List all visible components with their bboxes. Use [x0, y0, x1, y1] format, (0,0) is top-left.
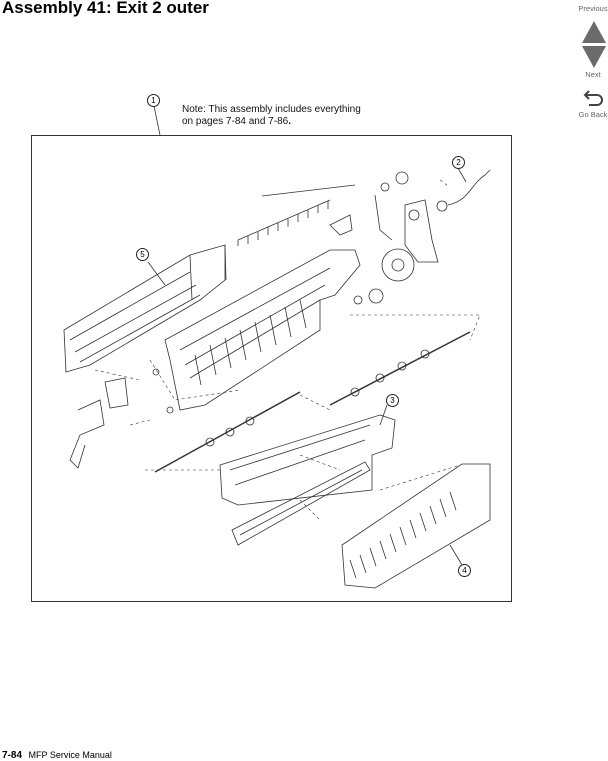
- assembly-note: Note: This assembly includes everything …: [182, 104, 361, 128]
- next-arrow-icon[interactable]: [581, 45, 607, 69]
- manual-title: MFP Service Manual: [28, 750, 112, 760]
- callout-5: 5: [136, 248, 149, 261]
- callout-3: 3: [386, 394, 399, 407]
- go-back-icon[interactable]: [583, 88, 605, 108]
- previous-arrow-icon[interactable]: [581, 20, 607, 44]
- callout-2: 2: [452, 156, 465, 169]
- go-back-button[interactable]: Go Back: [570, 110, 608, 119]
- page-number: 7-84: [2, 750, 23, 761]
- next-label: Next: [585, 70, 601, 79]
- note-line-2: on pages 7-84 and 7-86.: [182, 116, 361, 128]
- note-line-1: Note: This assembly includes everything: [182, 104, 361, 115]
- previous-button[interactable]: Previous: [570, 4, 608, 13]
- previous-label: Previous: [578, 4, 608, 13]
- page-footer: 7-84 MFP Service Manual: [2, 750, 112, 761]
- note-line-2-text: on pages 7-84 and 7-86: [182, 116, 289, 127]
- callout-1: 1: [147, 94, 160, 107]
- page-title: Assembly 41: Exit 2 outer: [2, 0, 209, 17]
- callout-4: 4: [458, 564, 471, 577]
- note-line-2-period: .: [288, 116, 291, 127]
- go-back-label: Go Back: [578, 110, 608, 119]
- assembly-frame: [31, 135, 512, 602]
- next-button[interactable]: Next: [570, 70, 608, 79]
